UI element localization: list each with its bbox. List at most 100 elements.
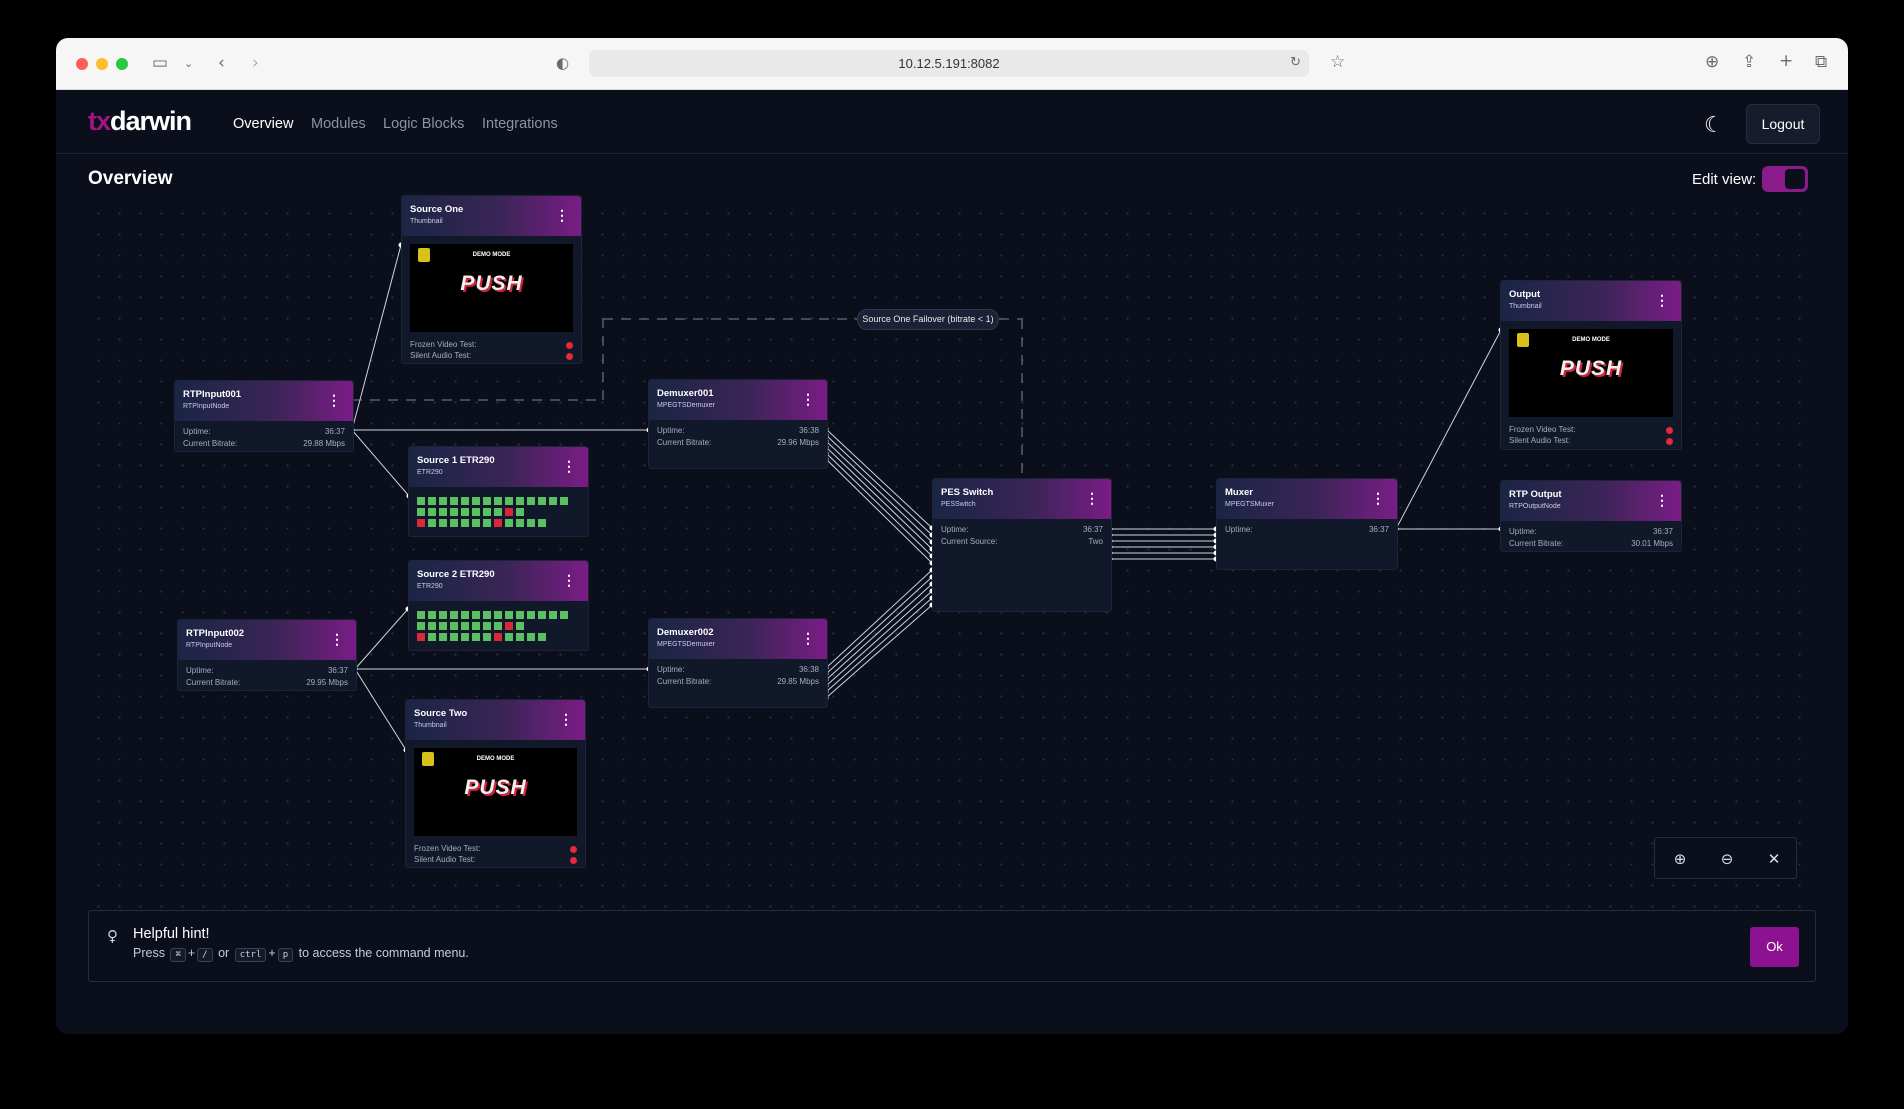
demo-mode-text: DEMO MODE (476, 756, 515, 762)
chevron-down-icon[interactable]: ⌄ (184, 57, 194, 70)
uptime-row: Uptime:36:38 (657, 665, 819, 676)
status-cell-ok (483, 611, 491, 619)
kebab-menu-icon[interactable]: ⋮ (1371, 490, 1385, 506)
status-cell-ok (560, 611, 568, 619)
node-muxer[interactable]: Muxer MPEGTSMuxer ⋮ Uptime:36:37 (1216, 478, 1398, 570)
nav-logic-blocks[interactable]: Logic Blocks (383, 116, 465, 132)
new-tab-icon[interactable]: + (1779, 51, 1794, 71)
nav-modules[interactable]: Modules (311, 116, 366, 132)
edit-view-toggle[interactable] (1762, 166, 1808, 192)
test-row: Silent Audio Test: (1509, 436, 1673, 447)
status-cell-ok (505, 611, 513, 619)
bitrate-label: Current Bitrate: (183, 439, 238, 448)
node-source-two[interactable]: Source Two Thumbnail ⋮ DEMO MODE PUSH Fr… (405, 699, 586, 868)
logout-button[interactable]: Logout (1746, 104, 1820, 144)
ok-button[interactable]: Ok (1750, 927, 1799, 967)
test-row: Frozen Video Test: (414, 844, 577, 855)
node-header: Source 1 ETR290 ETR290 ⋮ (409, 447, 588, 487)
node-type: Thumbnail (410, 218, 443, 225)
share-icon[interactable]: ⇪ (1742, 52, 1757, 72)
status-cell-ok (494, 508, 502, 516)
channel-badge-icon (418, 248, 430, 262)
sidebar-icon[interactable]: ▭ (152, 53, 169, 73)
reload-icon[interactable]: ↻ (1290, 55, 1301, 70)
zoom-out-icon[interactable]: ⊖ (1720, 850, 1734, 868)
address-bar[interactable]: 10.12.5.191:8082 ↻ (589, 50, 1309, 77)
maximize-window-button[interactable] (116, 58, 128, 70)
kebab-menu-icon[interactable]: ⋮ (1085, 490, 1099, 506)
node-type: MPEGTSDemuxer (657, 641, 715, 648)
demo-mode-text: DEMO MODE (472, 252, 511, 258)
forward-icon[interactable]: › (252, 53, 259, 73)
moon-icon[interactable]: ☾ (1704, 112, 1724, 137)
zoom-in-icon[interactable]: ⊕ (1673, 850, 1687, 868)
status-cell-ok (428, 622, 436, 630)
node-source-one[interactable]: Source One Thumbnail ⋮ DEMO MODE PUSH Fr… (401, 195, 582, 364)
nav-integrations[interactable]: Integrations (482, 116, 558, 132)
kebab-menu-icon[interactable]: ⋮ (562, 572, 576, 588)
bitrate-label: Current Bitrate: (1509, 539, 1564, 548)
close-window-button[interactable] (76, 58, 88, 70)
node-source2-etr290[interactable]: Source 2 ETR290 ETR290 ⋮ (408, 560, 589, 651)
node-title: Source Two (414, 708, 468, 719)
kebab-menu-icon[interactable]: ⋮ (559, 711, 573, 727)
minimize-window-button[interactable] (96, 58, 108, 70)
kebab-menu-icon[interactable]: ⋮ (327, 392, 341, 408)
push-logo: PUSH (464, 776, 527, 799)
uptime-label: Uptime: (183, 427, 211, 436)
silent-audio-label: Silent Audio Test: (410, 351, 472, 360)
status-cell-ok (516, 622, 524, 630)
kebab-menu-icon[interactable]: ⋮ (1655, 292, 1669, 308)
bookmark-star-icon[interactable]: ☆ (1330, 52, 1346, 72)
status-cell-ok (505, 633, 513, 641)
uptime-value: 36:38 (798, 665, 819, 674)
frozen-video-label: Frozen Video Test: (410, 340, 477, 349)
txdarwin-logo[interactable]: txdarwin (88, 106, 192, 137)
node-demuxer001[interactable]: Demuxer001 MPEGTSDemuxer ⋮ Uptime:36:38 … (648, 379, 828, 469)
status-cell-error (494, 633, 502, 641)
node-rtpinput002[interactable]: RTPInput002 RTPInputNode ⋮ Uptime:36:37 … (177, 619, 357, 691)
uptime-value: 36:37 (1368, 525, 1389, 534)
node-pes-switch[interactable]: PES Switch PESSwitch ⋮ Uptime:36:37 Curr… (932, 478, 1112, 612)
kebab-menu-icon[interactable]: ⋮ (562, 458, 576, 474)
node-rtpinput001[interactable]: RTPInput001 RTPInputNode ⋮ Uptime:36:37 … (174, 380, 354, 452)
failover-label[interactable]: Source One Failover (bitrate < 1) (857, 309, 999, 330)
helpful-hint-banner: ♀ Helpful hint! Press ⌘+/ or ctrl+p to a… (88, 910, 1816, 982)
nav-overview[interactable]: Overview (233, 116, 294, 132)
shield-icon[interactable]: ◐ (556, 54, 570, 72)
status-dot (570, 846, 577, 853)
current-source-label: Current Source: (941, 537, 998, 546)
node-header: RTPInput002 RTPInputNode ⋮ (178, 620, 356, 660)
status-cell-ok (549, 611, 557, 619)
demo-mode-text: DEMO MODE (1572, 337, 1610, 343)
frozen-video-label: Frozen Video Test: (1509, 425, 1576, 434)
status-cell-ok (461, 611, 469, 619)
node-demuxer002[interactable]: Demuxer002 MPEGTSDemuxer ⋮ Uptime:36:38 … (648, 618, 828, 708)
back-icon[interactable]: ‹ (218, 53, 225, 73)
kebab-menu-icon[interactable]: ⋮ (801, 630, 815, 646)
uptime-value: 36:37 (327, 666, 348, 675)
download-icon[interactable]: ⊕ (1705, 52, 1720, 72)
close-icon[interactable]: ✕ (1767, 850, 1781, 868)
node-source1-etr290[interactable]: Source 1 ETR290 ETR290 ⋮ (408, 446, 589, 537)
status-cell-ok (428, 497, 436, 505)
status-cell-ok (439, 611, 447, 619)
status-cell-ok (428, 519, 436, 527)
status-cell-ok (472, 497, 480, 505)
kebab-menu-icon[interactable]: ⋮ (1655, 492, 1669, 508)
node-header: Demuxer001 MPEGTSDemuxer ⋮ (649, 380, 827, 420)
node-output[interactable]: Output Thumbnail ⋮ DEMO MODE PUSH Frozen… (1500, 280, 1682, 450)
kbd-cmd: ⌘ (170, 948, 186, 962)
kebab-menu-icon[interactable]: ⋮ (801, 391, 815, 407)
node-title: Source 2 ETR290 (417, 569, 495, 580)
status-cell-ok (538, 633, 546, 641)
bitrate-row: Current Bitrate:29.96 Mbps (657, 438, 819, 449)
status-cell-ok (483, 519, 491, 527)
kebab-menu-icon[interactable]: ⋮ (330, 631, 344, 647)
node-rtp-output[interactable]: RTP Output RTPOutputNode ⋮ Uptime:36:37 … (1500, 480, 1682, 552)
kebab-menu-icon[interactable]: ⋮ (555, 207, 569, 223)
bitrate-value: 29.88 Mbps (303, 439, 345, 448)
node-type: ETR290 (417, 469, 443, 476)
frozen-video-label: Frozen Video Test: (414, 844, 481, 853)
tab-overview-icon[interactable]: ⧉ (1815, 52, 1828, 72)
